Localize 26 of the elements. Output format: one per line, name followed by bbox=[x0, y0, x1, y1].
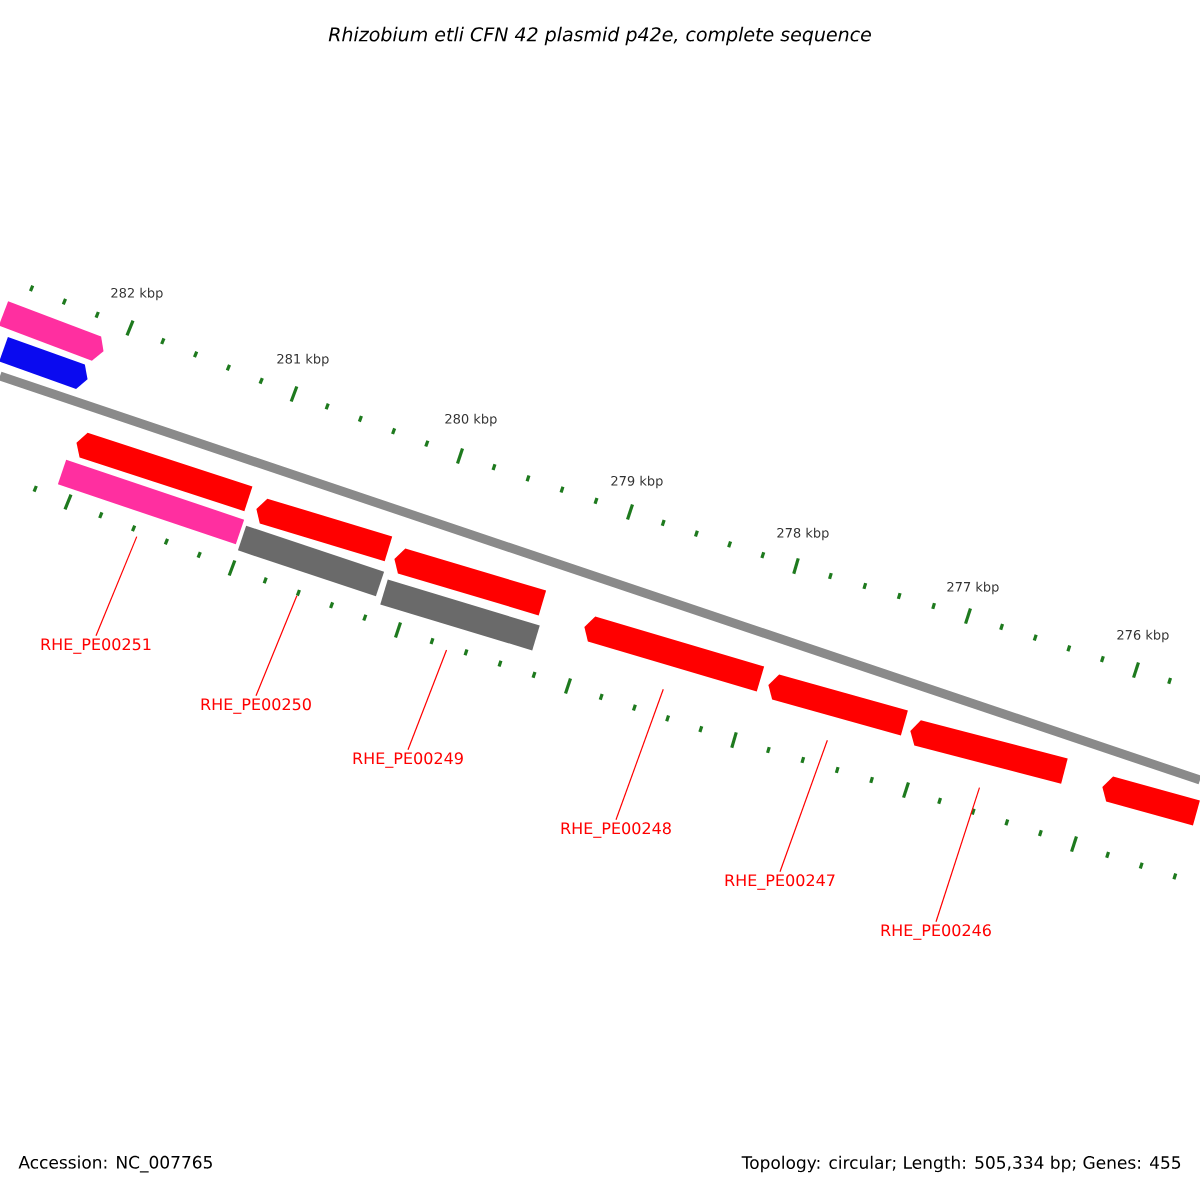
gene-label: RHE_PE00246 bbox=[881, 924, 991, 940]
gene-block bbox=[76, 432, 253, 512]
title: Rhizobium etli CFN 42 plasmid p42e, complete sequence bbox=[328, 26, 871, 46]
gene-block bbox=[1102, 776, 1200, 826]
leader-line bbox=[255, 595, 298, 697]
leader-line bbox=[935, 787, 981, 923]
gene-label: RHE_PE00251 bbox=[41, 638, 151, 654]
gene-block bbox=[0, 337, 88, 389]
gene-block bbox=[256, 498, 393, 562]
gene-label: RHE_PE00249 bbox=[353, 752, 463, 768]
gene-block bbox=[768, 674, 908, 736]
leader-line bbox=[95, 536, 138, 637]
gene-block bbox=[380, 579, 540, 651]
gene-label: RHE_PE00247 bbox=[725, 874, 835, 890]
gene-label: RHE_PE00248 bbox=[561, 822, 671, 838]
gene-block bbox=[57, 459, 245, 545]
gene-block bbox=[910, 720, 1068, 784]
leader-line bbox=[407, 649, 448, 751]
gene-block bbox=[584, 616, 765, 692]
gene-block bbox=[394, 548, 547, 616]
gene-label: RHE_PE00250 bbox=[201, 698, 311, 714]
leader-line bbox=[615, 688, 664, 821]
summary-text: Topology: circular; Length: 505,334 bp; Genes: 455 bbox=[741, 1155, 1181, 1173]
gene-block bbox=[237, 525, 385, 597]
gene-block bbox=[0, 301, 104, 361]
accession-text: Accession: NC_007765 bbox=[18, 1155, 212, 1173]
